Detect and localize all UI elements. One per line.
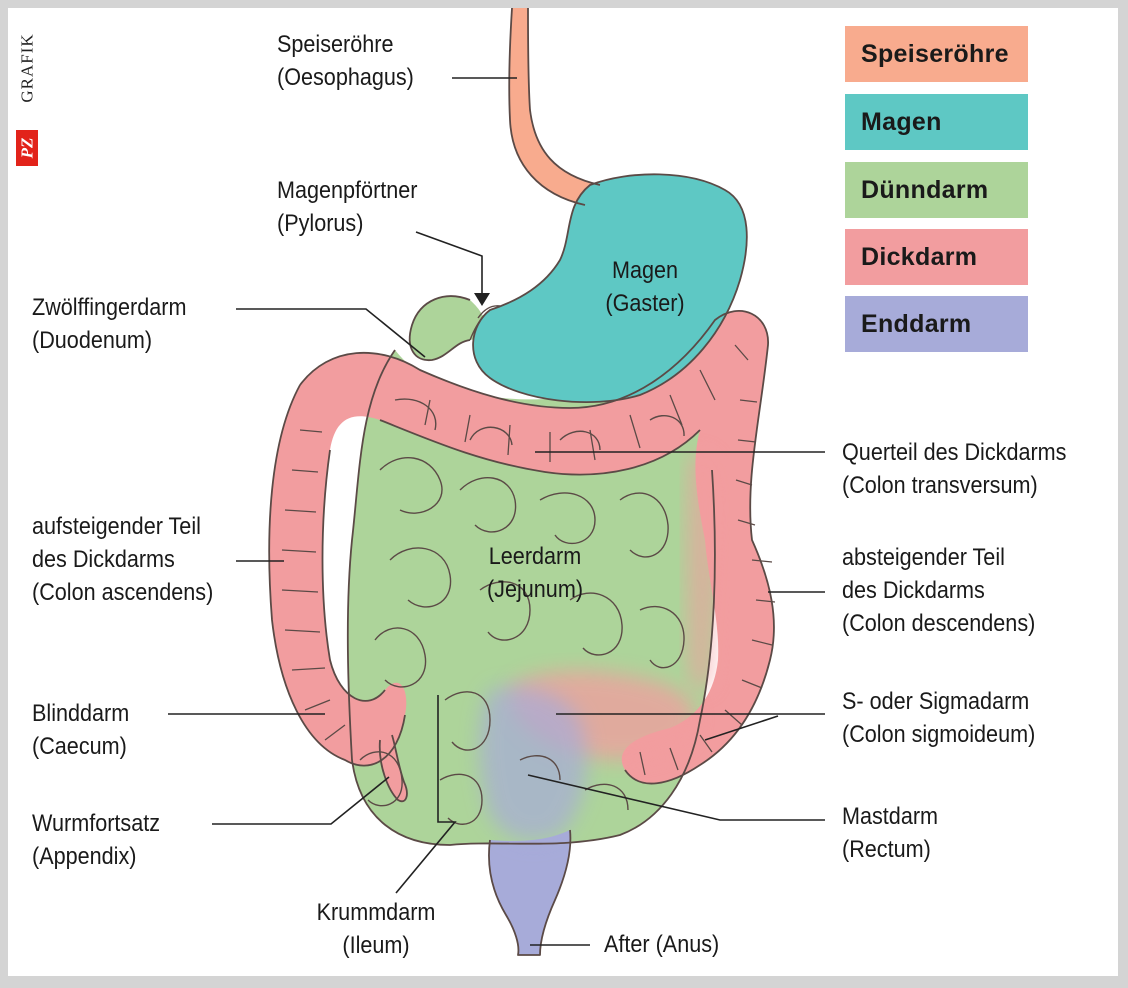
label-transversum-line1: Querteil des Dickdarms	[842, 439, 1067, 466]
label-descendens-line3: (Colon descendens)	[842, 610, 1036, 637]
esophagus-shape	[509, 8, 600, 205]
label-speiseroehre-line1: Speiseröhre	[277, 31, 394, 58]
leader-rectum	[527, 774, 825, 821]
label-caecum: Blinddarm (Caecum)	[32, 697, 129, 763]
stomach-shape	[473, 174, 747, 403]
label-speiseroehre: Speiseröhre (Oesophagus)	[277, 28, 414, 94]
leader-duodenum	[236, 308, 426, 358]
legend-item-speiseroehre: Speiseröhre	[845, 26, 1028, 82]
label-anus: After (Anus)	[604, 928, 719, 961]
label-caecum-line1: Blinddarm	[32, 700, 130, 727]
pz-grafik-brand: GRAFIK PZ	[16, 14, 38, 166]
large-intestine-shape	[269, 310, 774, 784]
descending-overlay	[686, 453, 722, 691]
label-anus-line1: After (Anus)	[604, 931, 720, 958]
brand-mark: PZ	[17, 137, 37, 159]
organ-label-magen-line1: Magen	[611, 257, 679, 284]
label-ascendens-line1: aufsteigender Teil	[32, 513, 201, 540]
duodenum-shape	[409, 296, 486, 361]
organ-label-magen: Magen (Gaster)	[573, 254, 717, 320]
label-ascendens-line2: des Dickdarms	[32, 546, 175, 573]
label-speiseroehre-line2: (Oesophagus)	[277, 64, 414, 91]
legend-item-magen: Magen	[845, 94, 1028, 150]
small-intestine-outline	[346, 349, 716, 846]
leader-appendix	[212, 776, 390, 825]
brand-mark-box: PZ	[16, 130, 38, 166]
legend-label-speiseroehre: Speiseröhre	[861, 40, 1009, 68]
brand-word: GRAFIK	[17, 33, 37, 103]
esophagus-outline	[508, 7, 601, 206]
label-sigmoideum-line2: (Colon sigmoideum)	[842, 721, 1036, 748]
legend-item-dickdarm: Dickdarm	[845, 229, 1028, 285]
label-caecum-line2: (Caecum)	[32, 733, 127, 760]
label-duodenum: Zwölffingerdarm (Duodenum)	[32, 291, 186, 357]
label-pylorus-line1: Magenpförtner	[277, 177, 418, 204]
organ-label-leerdarm: Leerdarm (Jejunum)	[463, 540, 607, 606]
label-rectum: Mastdarm (Rectum)	[842, 800, 938, 866]
stomach-outline	[472, 173, 748, 404]
label-appendix-line2: (Appendix)	[32, 843, 137, 870]
legend-label-duenndarm: Dünndarm	[861, 176, 989, 204]
label-duodenum-line1: Zwölffingerdarm	[32, 294, 187, 321]
rectum-outline	[488, 829, 572, 956]
duodenum-outline	[408, 295, 471, 361]
pylorus-arrowhead	[474, 293, 490, 306]
pylorus-detail	[469, 305, 501, 341]
legend-label-dickdarm: Dickdarm	[861, 243, 978, 271]
label-sigmoideum: S- oder Sigmadarm (Colon sigmoideum)	[842, 685, 1035, 751]
organ-label-leerdarm-line1: Leerdarm	[488, 543, 582, 570]
leader-sigmoideum-2	[704, 715, 779, 741]
colon-haustra	[281, 344, 776, 776]
colon-outline	[268, 310, 775, 785]
label-appendix-line1: Wurmfortsatz	[32, 810, 161, 837]
label-ascendens: aufsteigender Teil des Dickdarms (Colon …	[32, 510, 213, 609]
label-pylorus-line2: (Pylorus)	[277, 210, 364, 237]
legend-item-enddarm: Enddarm	[845, 296, 1028, 352]
organ-label-magen-line2: (Gaster)	[605, 290, 685, 317]
appendix-shape	[379, 735, 407, 802]
label-descendens: absteigender Teil des Dickdarms (Colon d…	[842, 541, 1035, 640]
label-transversum-line2: (Colon transversum)	[842, 472, 1038, 499]
leader-ileum	[395, 695, 457, 894]
leader-lines	[168, 77, 825, 946]
label-rectum-line1: Mastdarm	[842, 803, 939, 830]
label-rectum-line2: (Rectum)	[842, 836, 931, 863]
label-sigmoideum-line1: S- oder Sigmadarm	[842, 688, 1030, 715]
rectum-shape	[488, 830, 571, 955]
label-ascendens-line3: (Colon ascendens)	[32, 579, 214, 606]
legend-item-duenndarm: Dünndarm	[845, 162, 1028, 218]
label-appendix: Wurmfortsatz (Appendix)	[32, 807, 160, 873]
intestine-folds	[359, 398, 685, 825]
label-descendens-line1: absteigender Teil	[842, 544, 1005, 571]
label-ileum-line1: Krummdarm	[316, 899, 436, 926]
colon-inner-outline	[379, 419, 701, 476]
leader-pylorus	[415, 231, 483, 302]
label-transversum: Querteil des Dickdarms (Colon transversu…	[842, 436, 1066, 502]
organ-label-leerdarm-line2: (Jejunum)	[486, 576, 584, 603]
legend-label-magen: Magen	[861, 108, 942, 136]
label-ileum-line2: (Ileum)	[342, 932, 410, 959]
organ-outlines	[268, 7, 776, 956]
legend-label-enddarm: Enddarm	[861, 310, 972, 338]
appendix-outline	[378, 734, 408, 803]
rectum-overlay	[479, 686, 588, 842]
label-descendens-line2: des Dickdarms	[842, 577, 985, 604]
label-duodenum-line2: (Duodenum)	[32, 327, 153, 354]
label-ileum: Krummdarm (Ileum)	[304, 896, 448, 962]
label-pylorus: Magenpförtner (Pylorus)	[277, 174, 417, 240]
